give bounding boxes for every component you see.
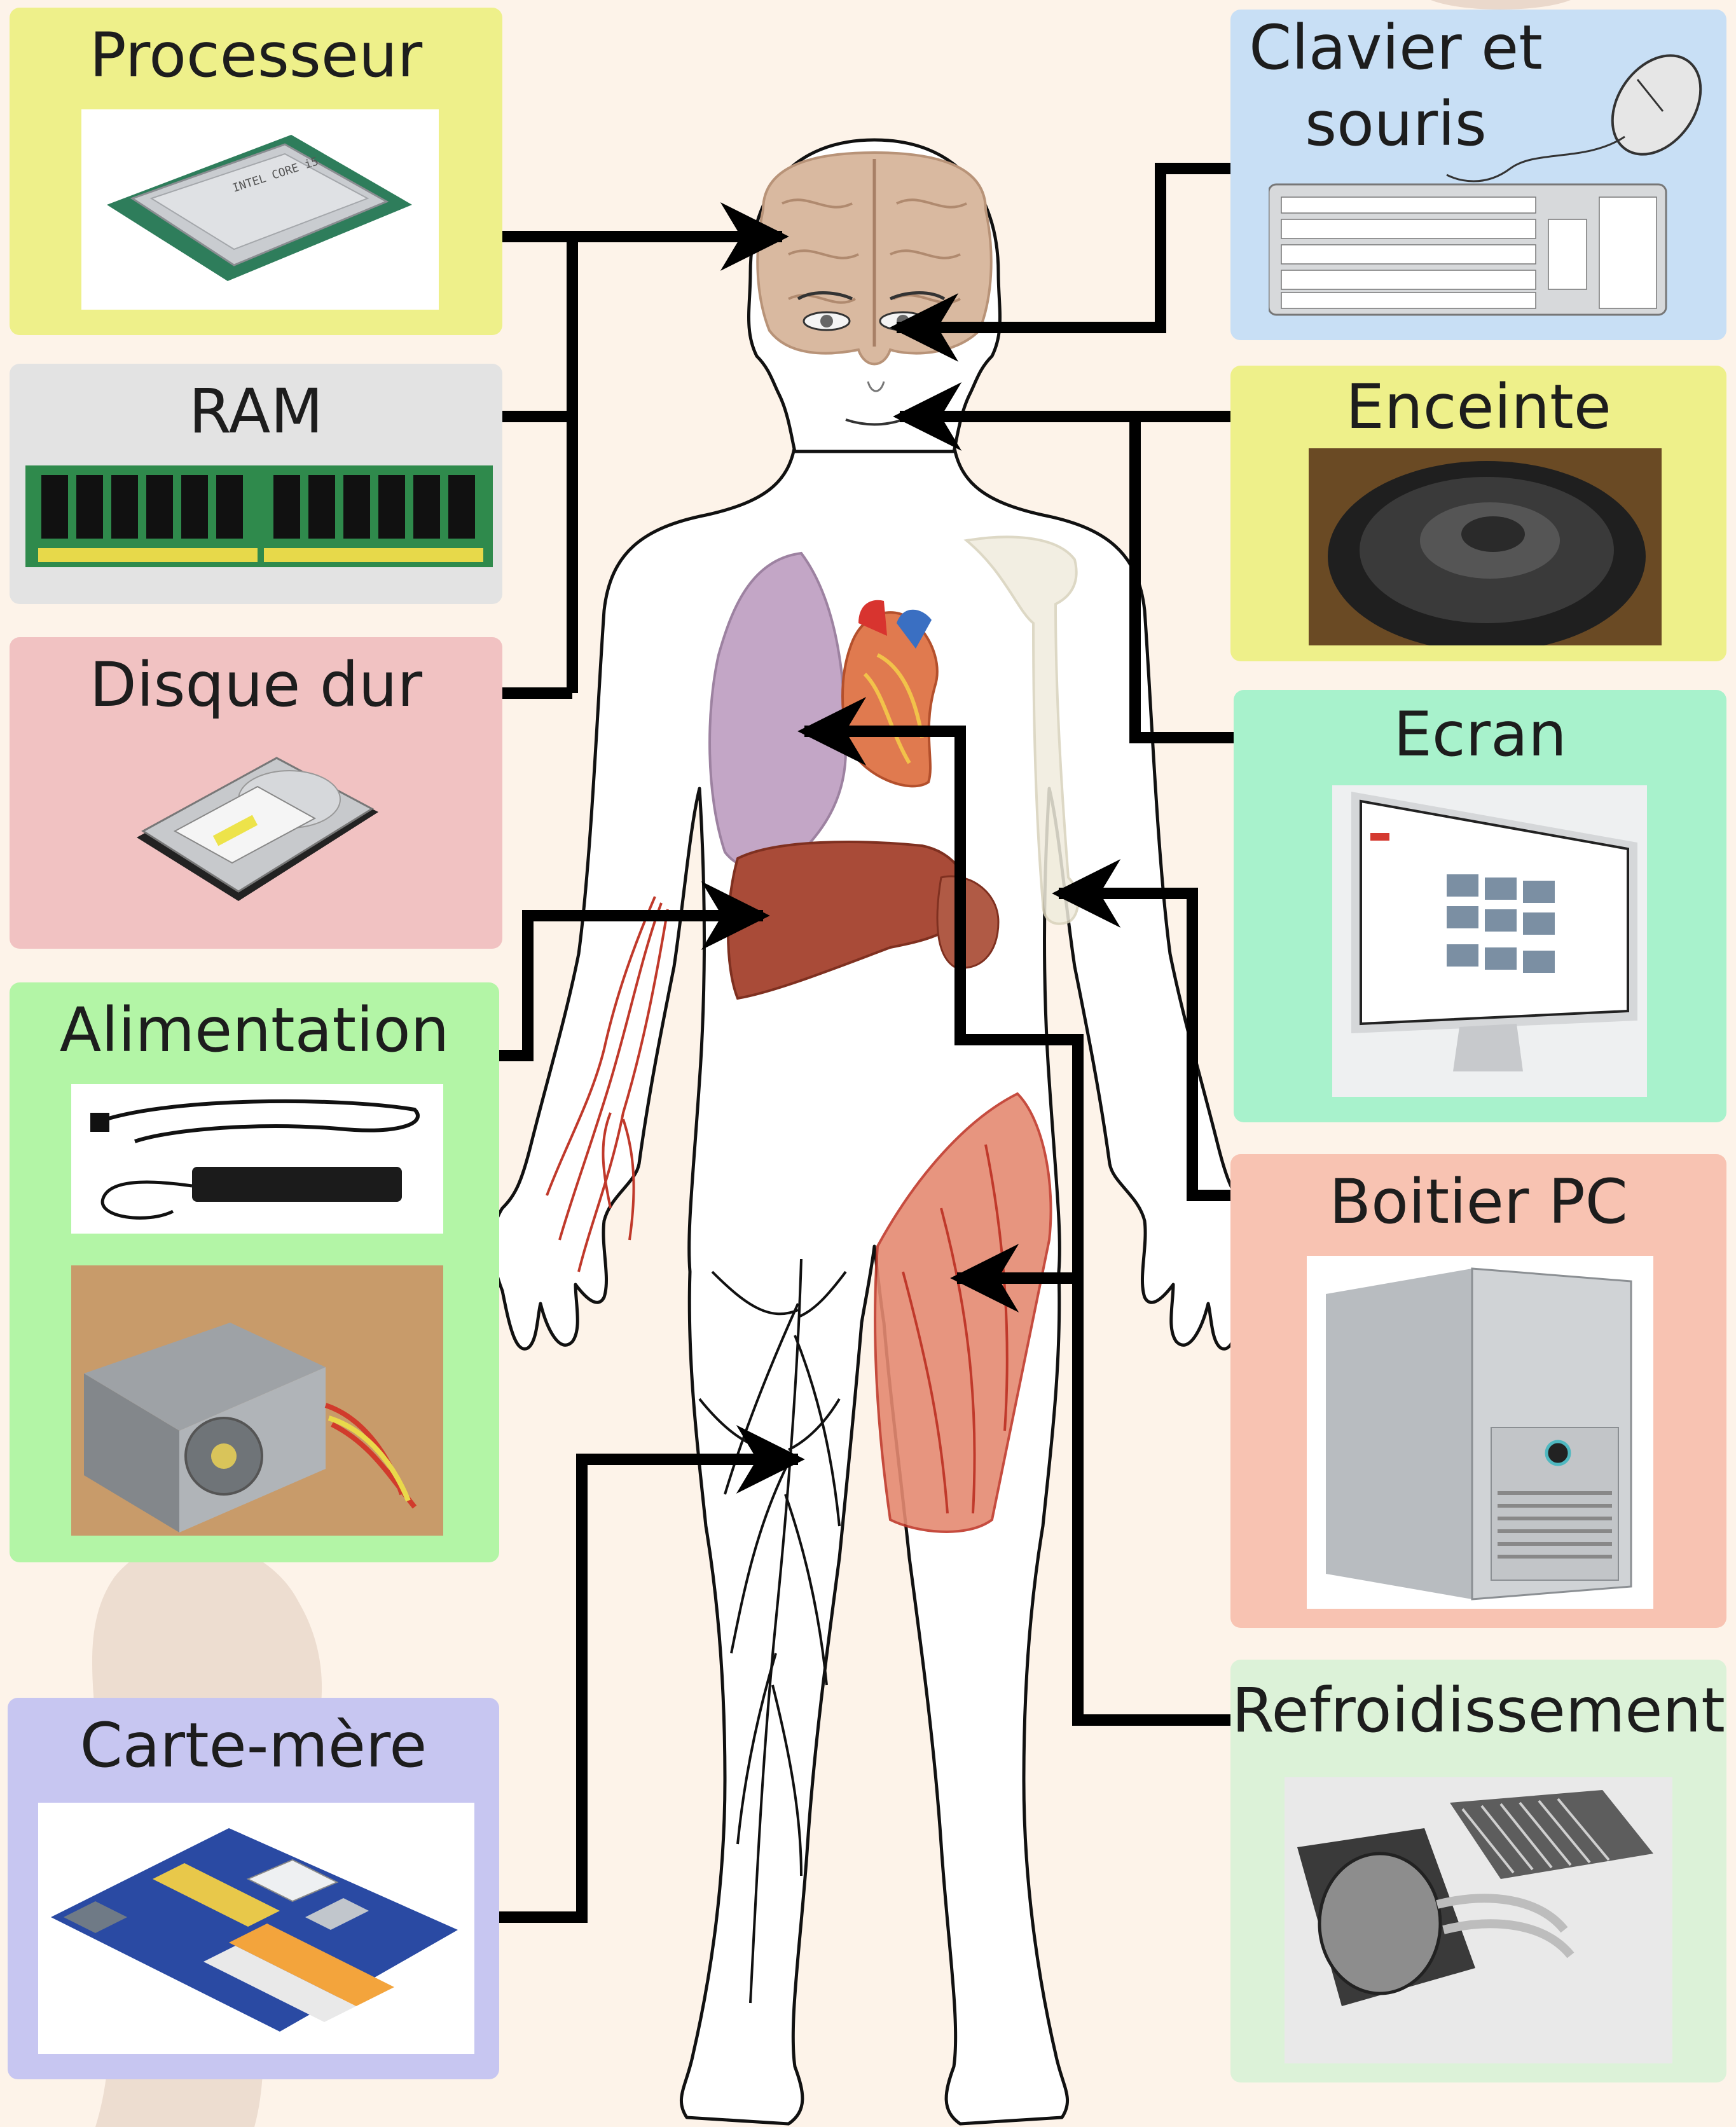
speaker-image: [1309, 448, 1662, 645]
card-title-ram: RAM: [10, 376, 502, 446]
card-title-ecran: Ecran: [1234, 699, 1726, 769]
cpu-chip-image: INTEL CORE i5: [81, 109, 439, 310]
arrow-refroidissement-to-lungs: [804, 731, 1078, 1278]
arrow-alimentation-to-liver: [486, 916, 763, 1056]
arrow-clavier-to-eyes: [897, 169, 1240, 327]
arrow-carte-mere-to-nerves: [467, 1459, 798, 1917]
card-alimentation: Alimentation: [10, 982, 499, 1562]
card-carte-mere: Carte-mère: [8, 1698, 499, 2079]
card-title-carte-mere: Carte-mère: [8, 1711, 499, 1780]
card-disque-dur: Disque dur: [10, 637, 502, 949]
card-title-alimentation: Alimentation: [10, 995, 499, 1065]
card-title-refroidissement: Refroidissement: [1230, 1676, 1726, 1745]
card-boitier-pc: Boitier PC: [1230, 1154, 1726, 1628]
card-title-disque-dur: Disque dur: [10, 650, 502, 720]
card-title-enceinte: Enceinte: [1230, 372, 1726, 442]
card-processeur: Processeur INTEL CORE i5: [10, 8, 502, 335]
keyboard-mouse-image: [1269, 41, 1714, 327]
card-title-processeur: Processeur: [10, 20, 502, 90]
power-adapter-image: [71, 1084, 443, 1234]
card-title-boitier-pc: Boitier PC: [1230, 1167, 1726, 1237]
monitor-image: [1332, 785, 1647, 1097]
arrow-refroidissement-to-muscles: [957, 1278, 1246, 1720]
ram-module-image: [25, 465, 493, 574]
card-ram: RAM: [10, 364, 502, 604]
motherboard-image: [38, 1803, 474, 2054]
card-refroidissement: Refroidissement: [1230, 1660, 1726, 2082]
hard-drive-image: [124, 729, 391, 920]
heatsink-image: [1285, 1777, 1672, 2063]
card-enceinte: Enceinte: [1230, 366, 1726, 661]
card-clavier-souris: Clavier et souris: [1230, 10, 1726, 340]
power-supply-unit-image: [71, 1265, 443, 1536]
pc-case-image: [1307, 1256, 1653, 1609]
card-ecran: Ecran: [1234, 690, 1726, 1122]
